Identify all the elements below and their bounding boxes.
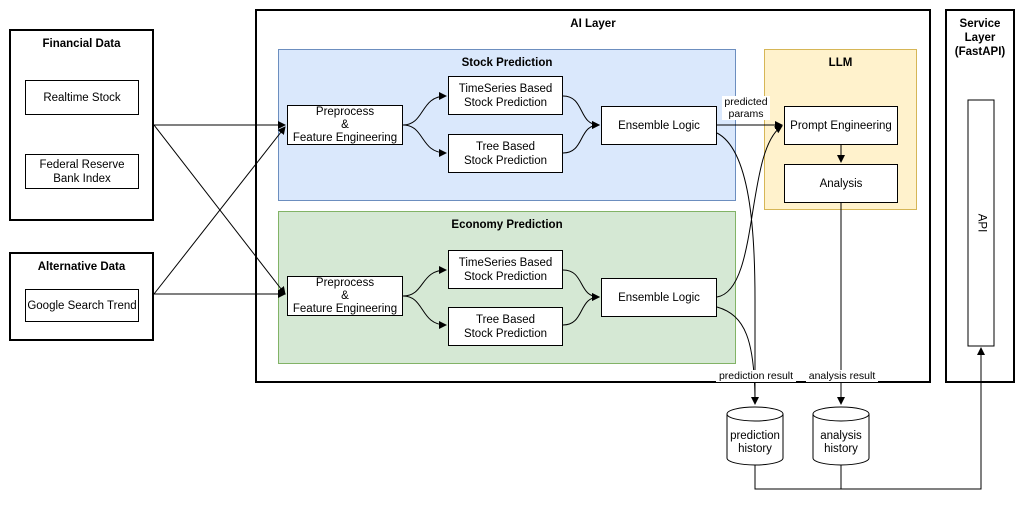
economy-prediction-title: Economy Prediction: [451, 219, 563, 231]
federal-reserve-box: Federal Reserve Bank Index: [25, 154, 139, 189]
api-label: API: [974, 213, 987, 233]
stock-ensemble-box: Ensemble Logic: [601, 106, 717, 145]
financial-data-title: Financial Data: [42, 38, 121, 50]
financial-data-group: [9, 29, 154, 221]
predicted-params-label: predicted params: [722, 96, 770, 120]
stock-pre-to-tree-arrow: [402, 124, 447, 157]
alternative-data-title: Alternative Data: [37, 261, 126, 273]
realtime-stock-box: Realtime Stock: [25, 80, 139, 115]
prediction-history-cylinder: [726, 406, 784, 466]
analysis-history-label: analysis history: [820, 430, 862, 455]
prediction-result-label: prediction result: [716, 370, 796, 382]
stock-pre-to-ts-arrow: [402, 92, 447, 126]
analysis-history-cylinder: [812, 406, 870, 466]
prompt-engineering-box: Prompt Engineering: [784, 106, 898, 145]
service-layer-title: Service Layer (FastAPI): [954, 18, 1006, 58]
economy-ensemble-box: Ensemble Logic: [601, 278, 717, 317]
economy-pre-to-ts-arrow: [402, 266, 447, 297]
stock-tree-box: Tree Based Stock Prediction: [448, 134, 563, 173]
stock-ensemble-to-history-arrow: [716, 132, 759, 405]
economy-ensemble-to-prompt-arrow: [716, 125, 783, 298]
financial-to-economy-arrow: [153, 124, 286, 295]
analysis-result-label: analysis result: [806, 370, 878, 382]
analysis-box: Analysis: [784, 164, 898, 203]
prediction-history-label: prediction history: [730, 430, 780, 455]
stock-timeseries-box: TimeSeries Based Stock Prediction: [448, 76, 563, 115]
stock-ts-to-ensemble-arrow: [562, 95, 600, 129]
economy-timeseries-box: TimeSeries Based Stock Prediction: [448, 250, 563, 289]
alternative-to-stock-arrow: [153, 126, 286, 295]
stock-tree-to-ensemble-arrow: [562, 121, 600, 154]
ai-layer-title: AI Layer: [570, 18, 616, 30]
economy-preprocess-box: Preprocess & Feature Engineering: [287, 276, 403, 316]
stock-preprocess-box: Preprocess & Feature Engineering: [287, 105, 403, 145]
google-search-trend-box: Google Search Trend: [25, 289, 139, 322]
llm-title: LLM: [828, 57, 853, 69]
economy-tree-to-ensemble-arrow: [562, 293, 600, 326]
economy-pre-to-tree-arrow: [402, 295, 447, 329]
api-box: [967, 99, 995, 347]
economy-tree-box: Tree Based Stock Prediction: [448, 307, 563, 346]
stock-prediction-title: Stock Prediction: [461, 57, 553, 69]
economy-ensemble-to-history-line: [716, 306, 756, 405]
economy-ts-to-ensemble-arrow: [562, 269, 600, 301]
history-to-api-arrow: [754, 347, 985, 490]
